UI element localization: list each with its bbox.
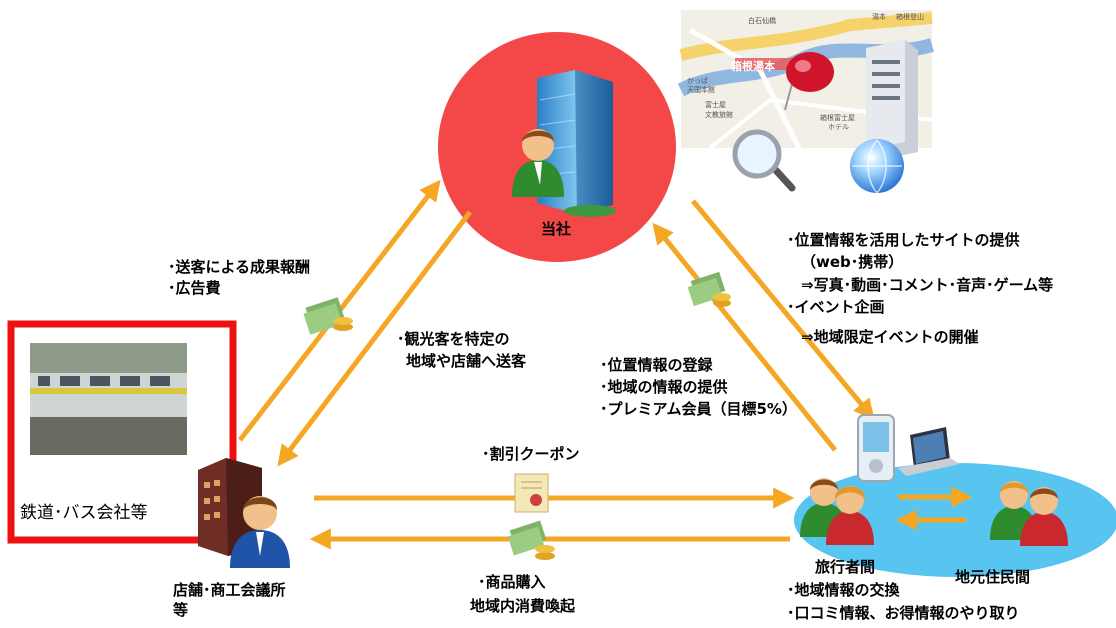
purchase-label: ･商品購入 <box>478 573 546 591</box>
magnifier-icon <box>732 129 796 192</box>
arrow-company-to-travelers <box>691 199 875 421</box>
coupon-icon <box>514 473 549 513</box>
location-label: ･位置情報の登録 <box>600 356 713 374</box>
map-station-label: 箱根湯本 <box>731 60 775 73</box>
location-label: ･地域の情報の提供 <box>600 378 728 396</box>
service-label: ･イベント企画 <box>787 298 885 316</box>
map-place-label: かっぱ <box>687 77 708 85</box>
location-label: ･プレミアム会員（目標5%） <box>600 400 797 418</box>
arrow-company-to-stores <box>277 210 472 467</box>
arrow-travelers-to-company <box>652 222 837 452</box>
locals-label: 地元住民間 <box>955 568 1031 586</box>
store-person-icon <box>230 496 290 568</box>
traveler-person-icon <box>800 478 874 545</box>
money-icon-left <box>303 297 353 335</box>
fee-label: ･広告費 <box>168 279 221 297</box>
stores-label: 店舗･商工会議所 <box>173 581 286 599</box>
locals-person-icon <box>990 481 1068 546</box>
coupon-label: ･割引クーポン <box>482 445 580 463</box>
train-photo <box>30 343 187 455</box>
map-place-label: 湯本 <box>872 13 886 21</box>
fee-label: ･送客による成果報酬 <box>168 258 311 276</box>
map-place-label: 箱根富士屋 <box>820 114 855 122</box>
service-label: ･位置情報を活用したサイトの提供 <box>787 231 1020 249</box>
travelers-label: 旅行者間 <box>815 558 876 576</box>
company-label: 当社 <box>541 220 572 238</box>
map-place-label: 箱根登山 <box>896 13 924 21</box>
phone-icon <box>857 414 895 482</box>
service-label: ⇒写真･動画･コメント･音声･ゲーム等 <box>801 276 1054 294</box>
map-place-label: 天国本館 <box>687 86 715 94</box>
money-icon-right <box>687 271 731 307</box>
service-label: ⇒地域限定イベントの開催 <box>801 328 979 346</box>
map-place-label: ホテル <box>828 123 849 131</box>
send-label: 地域や店舗へ送客 <box>406 352 527 370</box>
map-place-label: 白石仙橋 <box>748 17 776 25</box>
pushpin-icon <box>784 52 834 111</box>
globe-icon <box>850 139 904 194</box>
exchange-label: ･口コミ情報、お得情報のやり取り <box>787 604 1020 622</box>
stores-label-2: 等 <box>173 601 189 619</box>
money-icon-bottom <box>507 520 555 560</box>
map-place-label: 文教旅館 <box>705 111 733 119</box>
rail-company-frame <box>7 320 237 544</box>
laptop-icon <box>898 427 960 476</box>
send-label: ･観光客を特定の <box>397 330 510 348</box>
service-label: （web･携帯） <box>801 253 904 271</box>
company-person-icon <box>512 129 564 197</box>
server-icon <box>866 40 918 160</box>
map-place-label: 富士屋 <box>705 101 726 109</box>
rail-company-label: 鉄道･バス会社等 <box>20 503 148 523</box>
purchase-label: 地域内消費喚起 <box>470 597 576 615</box>
exchange-label: ･地域情報の交換 <box>787 581 900 599</box>
